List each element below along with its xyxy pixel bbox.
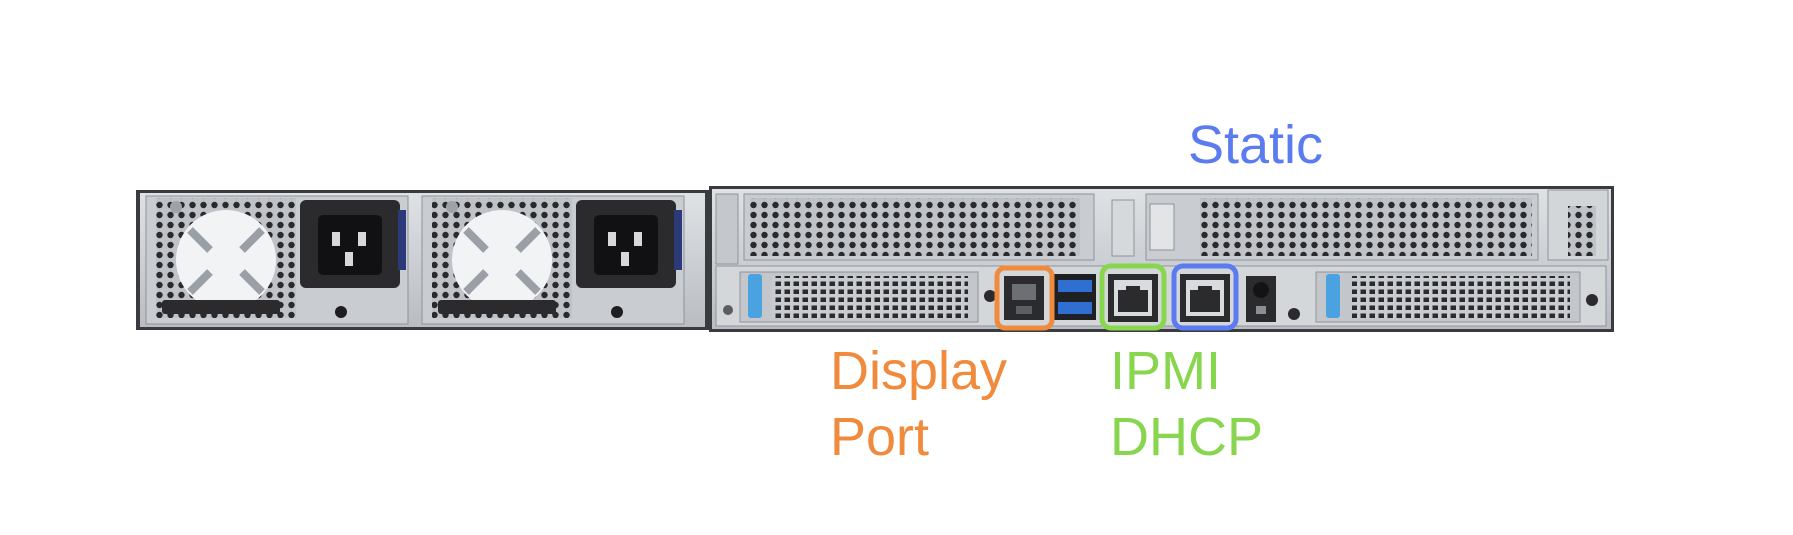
static-rj45-port bbox=[1180, 274, 1230, 322]
pcie-bracket-tab bbox=[1326, 274, 1340, 318]
power-supply-unit-1 bbox=[145, 195, 409, 325]
display-port-connector bbox=[1004, 276, 1044, 320]
display-port-label-line2: Port bbox=[830, 407, 930, 467]
id-button bbox=[1246, 276, 1276, 322]
display-port-label-line1: Display bbox=[830, 341, 1008, 401]
psu-fan-icon bbox=[176, 210, 276, 310]
usb-ports bbox=[1054, 274, 1096, 320]
psu-fan-icon bbox=[452, 210, 552, 310]
ipmi-rj45-port bbox=[1108, 274, 1158, 322]
pcie-bracket-tab bbox=[748, 274, 762, 318]
static-label-text: Static bbox=[1188, 115, 1324, 175]
display-port-label: Display Port bbox=[830, 338, 1007, 470]
display-port-highlight-box bbox=[994, 265, 1055, 331]
static-port-highlight-box bbox=[1171, 263, 1239, 331]
static-label: Static bbox=[1188, 112, 1323, 178]
ipmi-port-highlight-box bbox=[1099, 263, 1167, 331]
usb-port-icon bbox=[1058, 280, 1092, 292]
io-riser-section bbox=[709, 186, 1614, 332]
ipmi-label-line1: IPMI bbox=[1110, 341, 1222, 401]
usb-port-icon bbox=[1058, 302, 1092, 314]
ipmi-label: IPMI DHCP bbox=[1110, 338, 1263, 470]
power-supply-unit-2 bbox=[421, 195, 685, 325]
ipmi-label-line2: DHCP bbox=[1110, 407, 1264, 467]
